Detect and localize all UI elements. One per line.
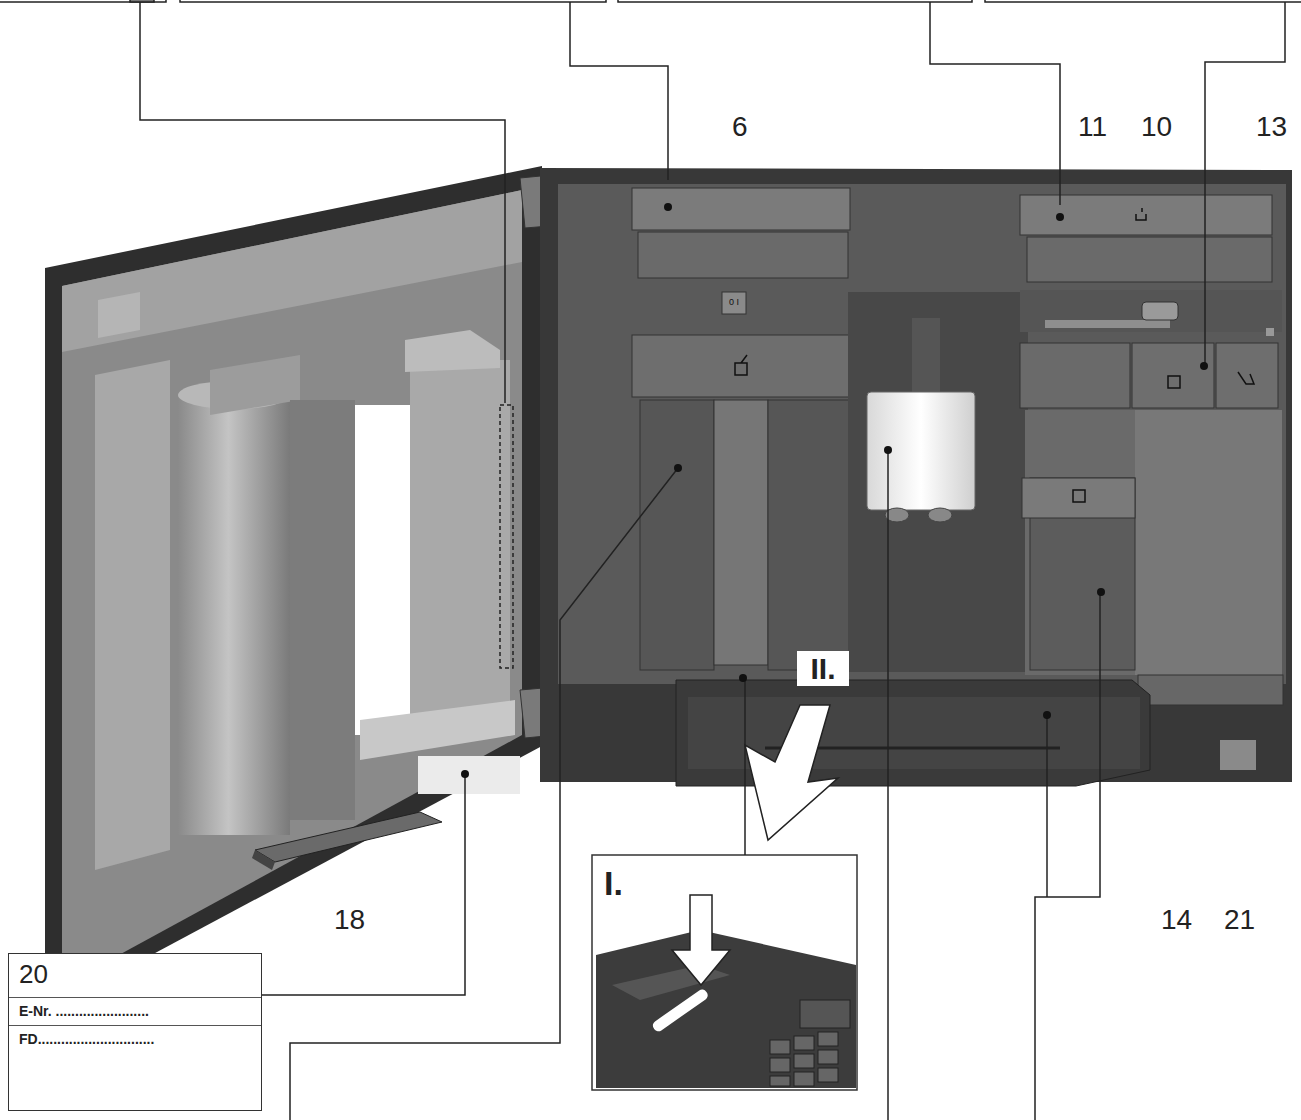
- type-plate-box: 20E-Nr. ........................FD......…: [8, 953, 262, 1111]
- field-text: FD..............................: [9, 1025, 261, 1053]
- callout-number: 13: [1256, 113, 1287, 141]
- step-label: II.: [801, 651, 845, 686]
- callout-number: 10: [1141, 113, 1172, 141]
- switch-marking: 0 I: [729, 298, 739, 307]
- callout-number: 11: [1078, 113, 1107, 141]
- callout-number: 6: [732, 113, 748, 141]
- step-box: II.: [797, 651, 849, 686]
- callout-number: 20: [9, 960, 261, 997]
- callout-number: 21: [1224, 906, 1255, 934]
- callout-number: 18: [334, 906, 365, 934]
- inset-box: I.: [592, 855, 857, 1090]
- callout-number: 14: [1161, 906, 1192, 934]
- field-text: E-Nr. ........................: [9, 997, 261, 1025]
- step-label: I.: [604, 865, 845, 902]
